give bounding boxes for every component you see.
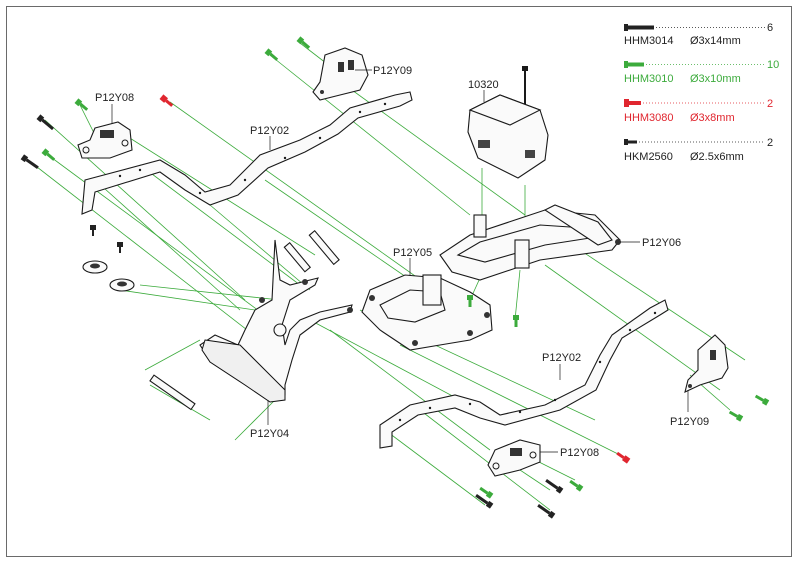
chassis-rail-bottom: [379, 299, 669, 449]
standoffs: [149, 229, 340, 411]
axle-mount-p12y08-left: [77, 121, 133, 159]
legend-row-hkm2560: 2 HKM2560 Ø2.5x6mm: [624, 137, 773, 163]
legend-size: Ø2.5x6mm: [690, 151, 744, 163]
receiver-box-10320: [467, 66, 549, 179]
legend-size: Ø3x14mm: [690, 35, 741, 47]
legend-code: HHM3014: [624, 35, 674, 47]
legend-row-hhm3080: 2 HHM3080 Ø3x8mm: [624, 98, 773, 124]
legend-qty: 10: [767, 59, 779, 71]
legend-row-hhm3010: 10 HHM3010 Ø3x10mm: [624, 59, 779, 85]
legend-qty: 2: [767, 137, 773, 149]
legend-qty: 6: [767, 22, 773, 34]
legend-qty: 2: [767, 98, 773, 110]
label-p12y09-top: P12Y09: [373, 65, 412, 77]
legend-code: HHM3080: [624, 112, 674, 124]
label-leaders: [111, 69, 689, 453]
legend-size: Ø3x8mm: [690, 112, 735, 124]
green-screw-icon: [624, 61, 628, 68]
legend-size: Ø3x10mm: [690, 73, 741, 85]
red-screw-icon: [624, 99, 629, 107]
axle-mount-p12y08-bottom: [487, 439, 541, 477]
label-p12y08-left: P12Y08: [95, 92, 134, 104]
black-short-screw-icon: [624, 139, 628, 145]
chassis-rail-top: [81, 91, 413, 215]
label-p12y05: P12Y05: [393, 247, 432, 259]
screws-center: [467, 295, 519, 327]
part-labels: P12Y09 P12Y08 P12Y02 10320 P12Y06 P12Y05…: [95, 65, 709, 459]
label-p12y09-bottom: P12Y09: [670, 416, 709, 428]
mount-bracket-p12y09-top: [312, 47, 369, 101]
skid-assembly-p12y04: [199, 239, 353, 403]
label-receiver-box: 10320: [468, 79, 499, 91]
legend-row-hhm3014: 6 HHM3014 Ø3x14mm: [624, 22, 773, 47]
label-p12y04: P12Y04: [250, 428, 289, 440]
label-p12y06: P12Y06: [642, 237, 681, 249]
mount-bracket-p12y09-bottom: [684, 334, 729, 393]
label-p12y02-top: P12Y02: [250, 125, 289, 137]
black-long-screw-icon: [624, 24, 628, 31]
screw-legend: 6 HHM3014 Ø3x14mm 10 HHM3010 Ø3x10mm 2 H…: [624, 22, 779, 163]
screw-group-top-left: [20, 36, 311, 253]
screw-group-bottom: [475, 394, 770, 519]
legend-code: HHM3010: [624, 73, 674, 85]
diagram-frame: [6, 6, 792, 557]
label-p12y02-bottom: P12Y02: [542, 352, 581, 364]
cradle-p12y05: [361, 274, 493, 351]
battery-tray-p12y06: [439, 204, 621, 281]
label-p12y08-bottom: P12Y08: [560, 447, 599, 459]
legend-code: HKM2560: [624, 151, 673, 163]
washers: [82, 260, 135, 292]
